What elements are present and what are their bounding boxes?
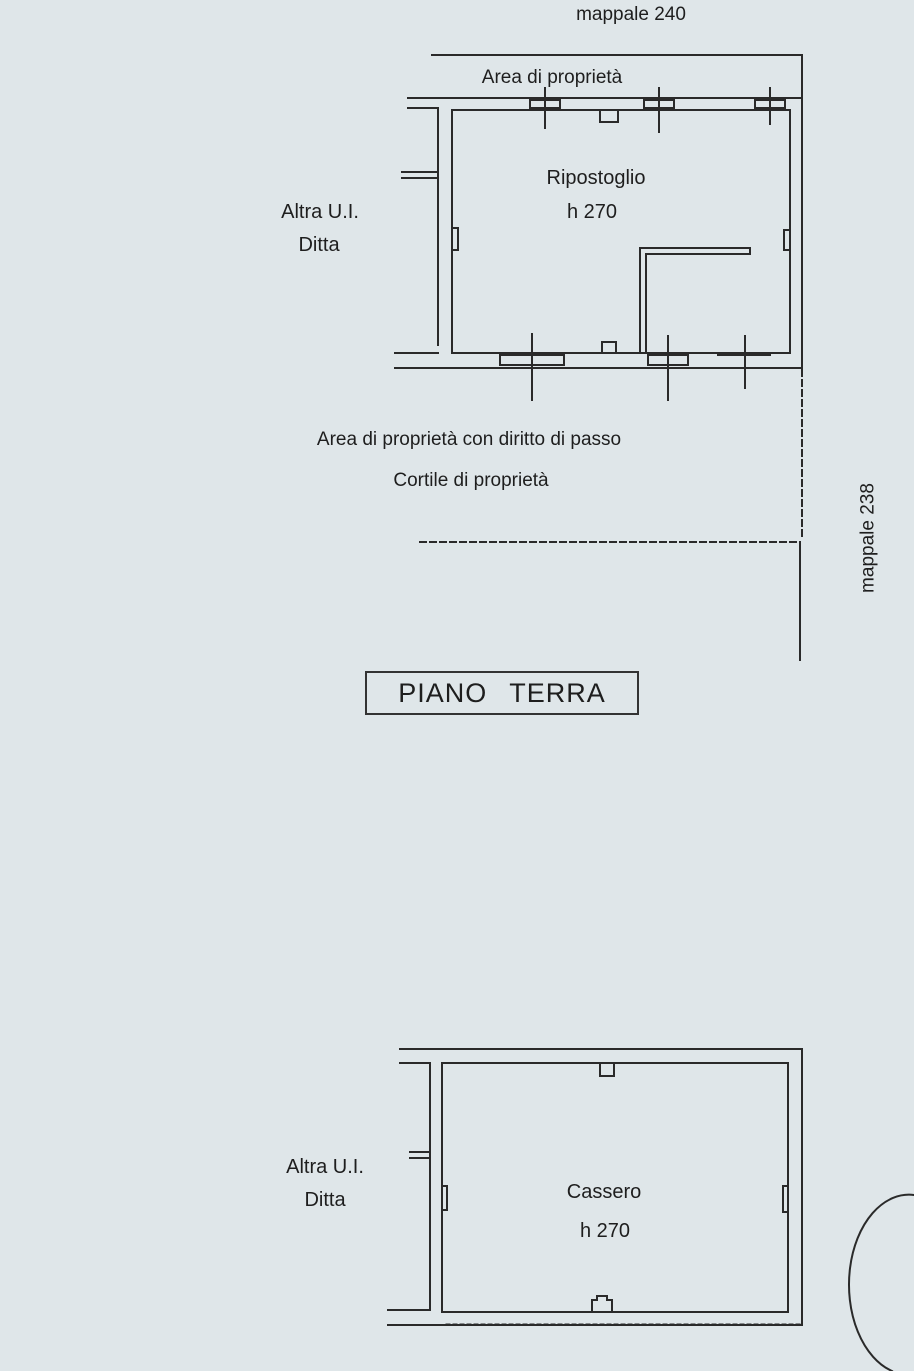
cassero-walls — [387, 1048, 803, 1326]
property-boundaries — [419, 369, 803, 543]
cortile-label: Cortile di proprietà — [393, 470, 549, 491]
altra-ui-top-label: Altra U.I. — [281, 201, 359, 223]
ripostoglio-height-label: h 270 — [566, 201, 618, 223]
cassero-label: Cassero — [566, 1181, 642, 1203]
altra-ui-bottom-label: Altra U.I. — [286, 1156, 364, 1178]
mappale-238-label: mappale 238 — [857, 483, 879, 593]
ditta-top-label: Ditta — [298, 234, 340, 256]
piano-terra-title: PIANO TERRA — [398, 677, 606, 708]
piano-terra-title-box: PIANO TERRA — [365, 671, 639, 715]
ditta-bottom-label: Ditta — [304, 1189, 346, 1211]
stamp-arc — [848, 1193, 914, 1371]
area-proprieta-top-label: Area di proprietà — [481, 67, 623, 88]
area-diritto-passo-label: Area di proprietà con diritto di passo — [316, 429, 622, 450]
mappale-240-label: mappale 240 — [576, 4, 686, 25]
cassero-height-label: h 270 — [579, 1220, 631, 1242]
ripostoglio-label: Ripostoglio — [546, 167, 646, 189]
ripostoglio-walls — [394, 54, 803, 401]
